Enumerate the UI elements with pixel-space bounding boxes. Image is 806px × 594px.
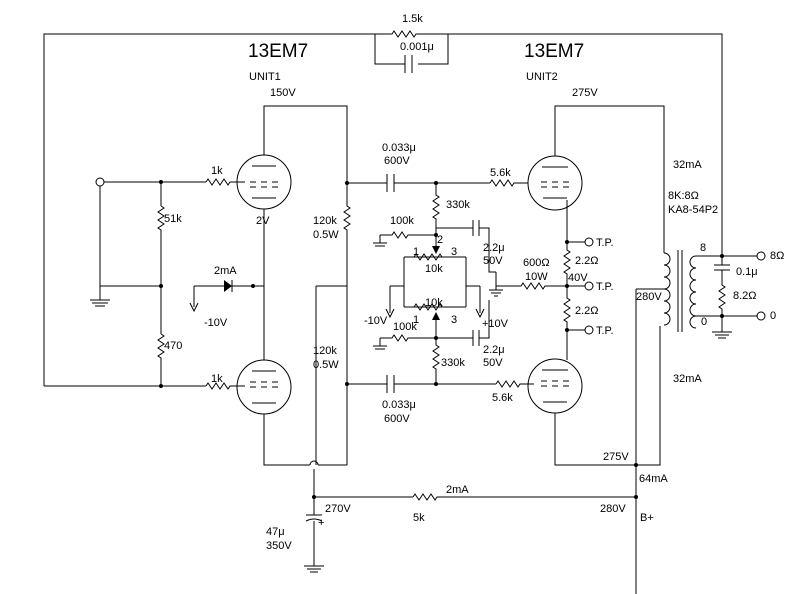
tp2-label: T.P. (596, 281, 614, 293)
tp1-label: T.P. (596, 237, 614, 249)
cathode-r1-label: 2.2Ω (575, 255, 599, 267)
bias-current-label: 2mA (214, 265, 237, 277)
grid-resistor-bottom-label: 1k (211, 373, 223, 385)
cathode-voltage-label: 40V (568, 272, 588, 284)
filter-cap-label: 47μ (266, 526, 285, 538)
output-grid-top-label: 5.6k (490, 167, 511, 179)
tube-unit1-bottom (236, 359, 292, 415)
cap-plus-sign: + (318, 517, 324, 529)
grid-resistor-top-label: 1k (211, 165, 223, 177)
test-point-1[interactable] (584, 237, 594, 247)
current-top-label: 32mA (673, 159, 702, 171)
cap-bottom-label: 2.2μ (483, 344, 505, 356)
current-bottom-label: 32mA (673, 373, 702, 385)
tap-8-label: 8 (700, 242, 706, 254)
dropping-resistor-label: 5k (413, 512, 425, 524)
feedback-cap-label: 0.001μ (400, 41, 434, 53)
input-terminal[interactable] (95, 177, 105, 187)
plate-load-top-label-2: 0.5W (313, 229, 339, 241)
plate-voltage-right: 275V (572, 87, 598, 99)
bias-source: 2mA -10V (189, 265, 253, 329)
plate-load-bottom-label: 120k (313, 345, 337, 357)
bias-network: 330k 330k 100k 100k 10k 10k 1 2 3 1 3 2.… (364, 183, 509, 384)
tube-type-left: 13EM7 (248, 41, 308, 62)
transformer-model: KA8-54P2 (668, 204, 718, 216)
coupling-cap-top-label: 0.033μ (382, 142, 416, 154)
output-cap-label: 0.1μ (736, 266, 758, 278)
tube-unit1-top (236, 154, 292, 210)
primary-voltage-label: 280V (636, 291, 662, 303)
supply-current-bleed: 2mA (446, 484, 469, 496)
r100k-top-label: 100k (390, 215, 414, 227)
r100k-bottom-label: 100k (393, 321, 417, 333)
divider-bottom-label: 470 (164, 340, 182, 352)
cathode-r2-label: 2.2Ω (575, 305, 599, 317)
pot-top-pin2: 2 (437, 234, 443, 246)
coupling-cap-top: 0.033μ 600V (347, 142, 490, 192)
plate-voltage-right-lower: 275V (603, 451, 629, 463)
cathode-load-watt: 10W (525, 271, 548, 283)
tube-unit2-bottom (527, 358, 583, 414)
cap-top-volt: 50V (483, 255, 503, 267)
coupling-cap-bottom: 0.033μ 600V (347, 375, 496, 425)
supply-v-right: 280V (600, 503, 626, 515)
tube-unit2-top (527, 155, 583, 211)
transformer-spec: 8K:8Ω (668, 190, 699, 202)
coupling-cap-bottom-volt: 600V (384, 413, 410, 425)
coupling-cap-top-volt: 600V (384, 155, 410, 167)
output-0-label: 0 (770, 310, 776, 322)
test-point-3[interactable] (584, 325, 594, 335)
input-section: 1k 1k 51k 470 (44, 165, 245, 390)
pos10v-label: +10V (482, 318, 509, 330)
output-8ohm-label: 8Ω (770, 250, 784, 262)
power-supply: 64mA 2mA 5k 270V 280V B+ 47μ 350V + (266, 463, 668, 573)
tap-0-label: 0 (701, 316, 707, 328)
pot-bottom-pin1: 1 (413, 314, 419, 326)
bias-voltage-label: -10V (204, 317, 228, 329)
output-network: 0.1μ 8.2Ω 8Ω 0 (712, 250, 784, 339)
r330k-top-label: 330k (446, 199, 470, 211)
feedback-resistor-label: 1.5k (402, 13, 423, 25)
feedback-network: 1.5k 0.001μ (43, 13, 723, 386)
supply-current-total: 64mA (639, 473, 668, 485)
cap-top-label: 2.2μ (483, 242, 505, 254)
output-terminal-0[interactable] (756, 311, 766, 321)
filter-cap-volt: 350V (266, 540, 292, 552)
coupling-cap-bottom-label: 0.033μ (382, 399, 416, 411)
r330k-bottom-label: 330k (441, 357, 465, 369)
output-grid-bottom-label: 5.6k (492, 392, 513, 404)
pot-bottom-pin3: 3 (451, 314, 457, 326)
supply-v-left: 270V (325, 503, 351, 515)
unit-label-left: UNIT1 (249, 71, 281, 83)
plate-load-top-label: 120k (313, 215, 337, 227)
divider-top-label: 51k (164, 213, 182, 225)
output-terminal-8ohm[interactable] (756, 251, 766, 261)
cap-bottom-volt: 50V (483, 357, 503, 369)
pot-top-label: 10k (425, 263, 443, 275)
cathode-network: 2.2Ω 2.2Ω 600Ω 10W 40V T.P. T.P. T.P. (496, 237, 614, 360)
cathode-load-label: 600Ω (523, 257, 550, 269)
b-plus-label: B+ (640, 512, 654, 524)
neg10v-label: -10V (364, 315, 388, 327)
plate-load-bottom-label-2: 0.5W (313, 359, 339, 371)
pot-top-pin1: 1 (413, 246, 419, 258)
tube-type-right: 13EM7 (524, 41, 584, 62)
plate-voltage-left: 150V (270, 87, 296, 99)
unit-label-right: UNIT2 (526, 71, 558, 83)
test-point-2[interactable] (584, 281, 594, 291)
output-res-label: 8.2Ω (733, 290, 757, 302)
output-transformer: 8K:8Ω KA8-54P2 280V 8 0 32mA 32mA (635, 159, 757, 594)
tp3-label: T.P. (596, 325, 614, 337)
pot-bottom-label: 10k (425, 297, 443, 309)
pot-top-pin3: 3 (451, 246, 457, 258)
cathode-voltage-left: 2V (256, 215, 270, 227)
